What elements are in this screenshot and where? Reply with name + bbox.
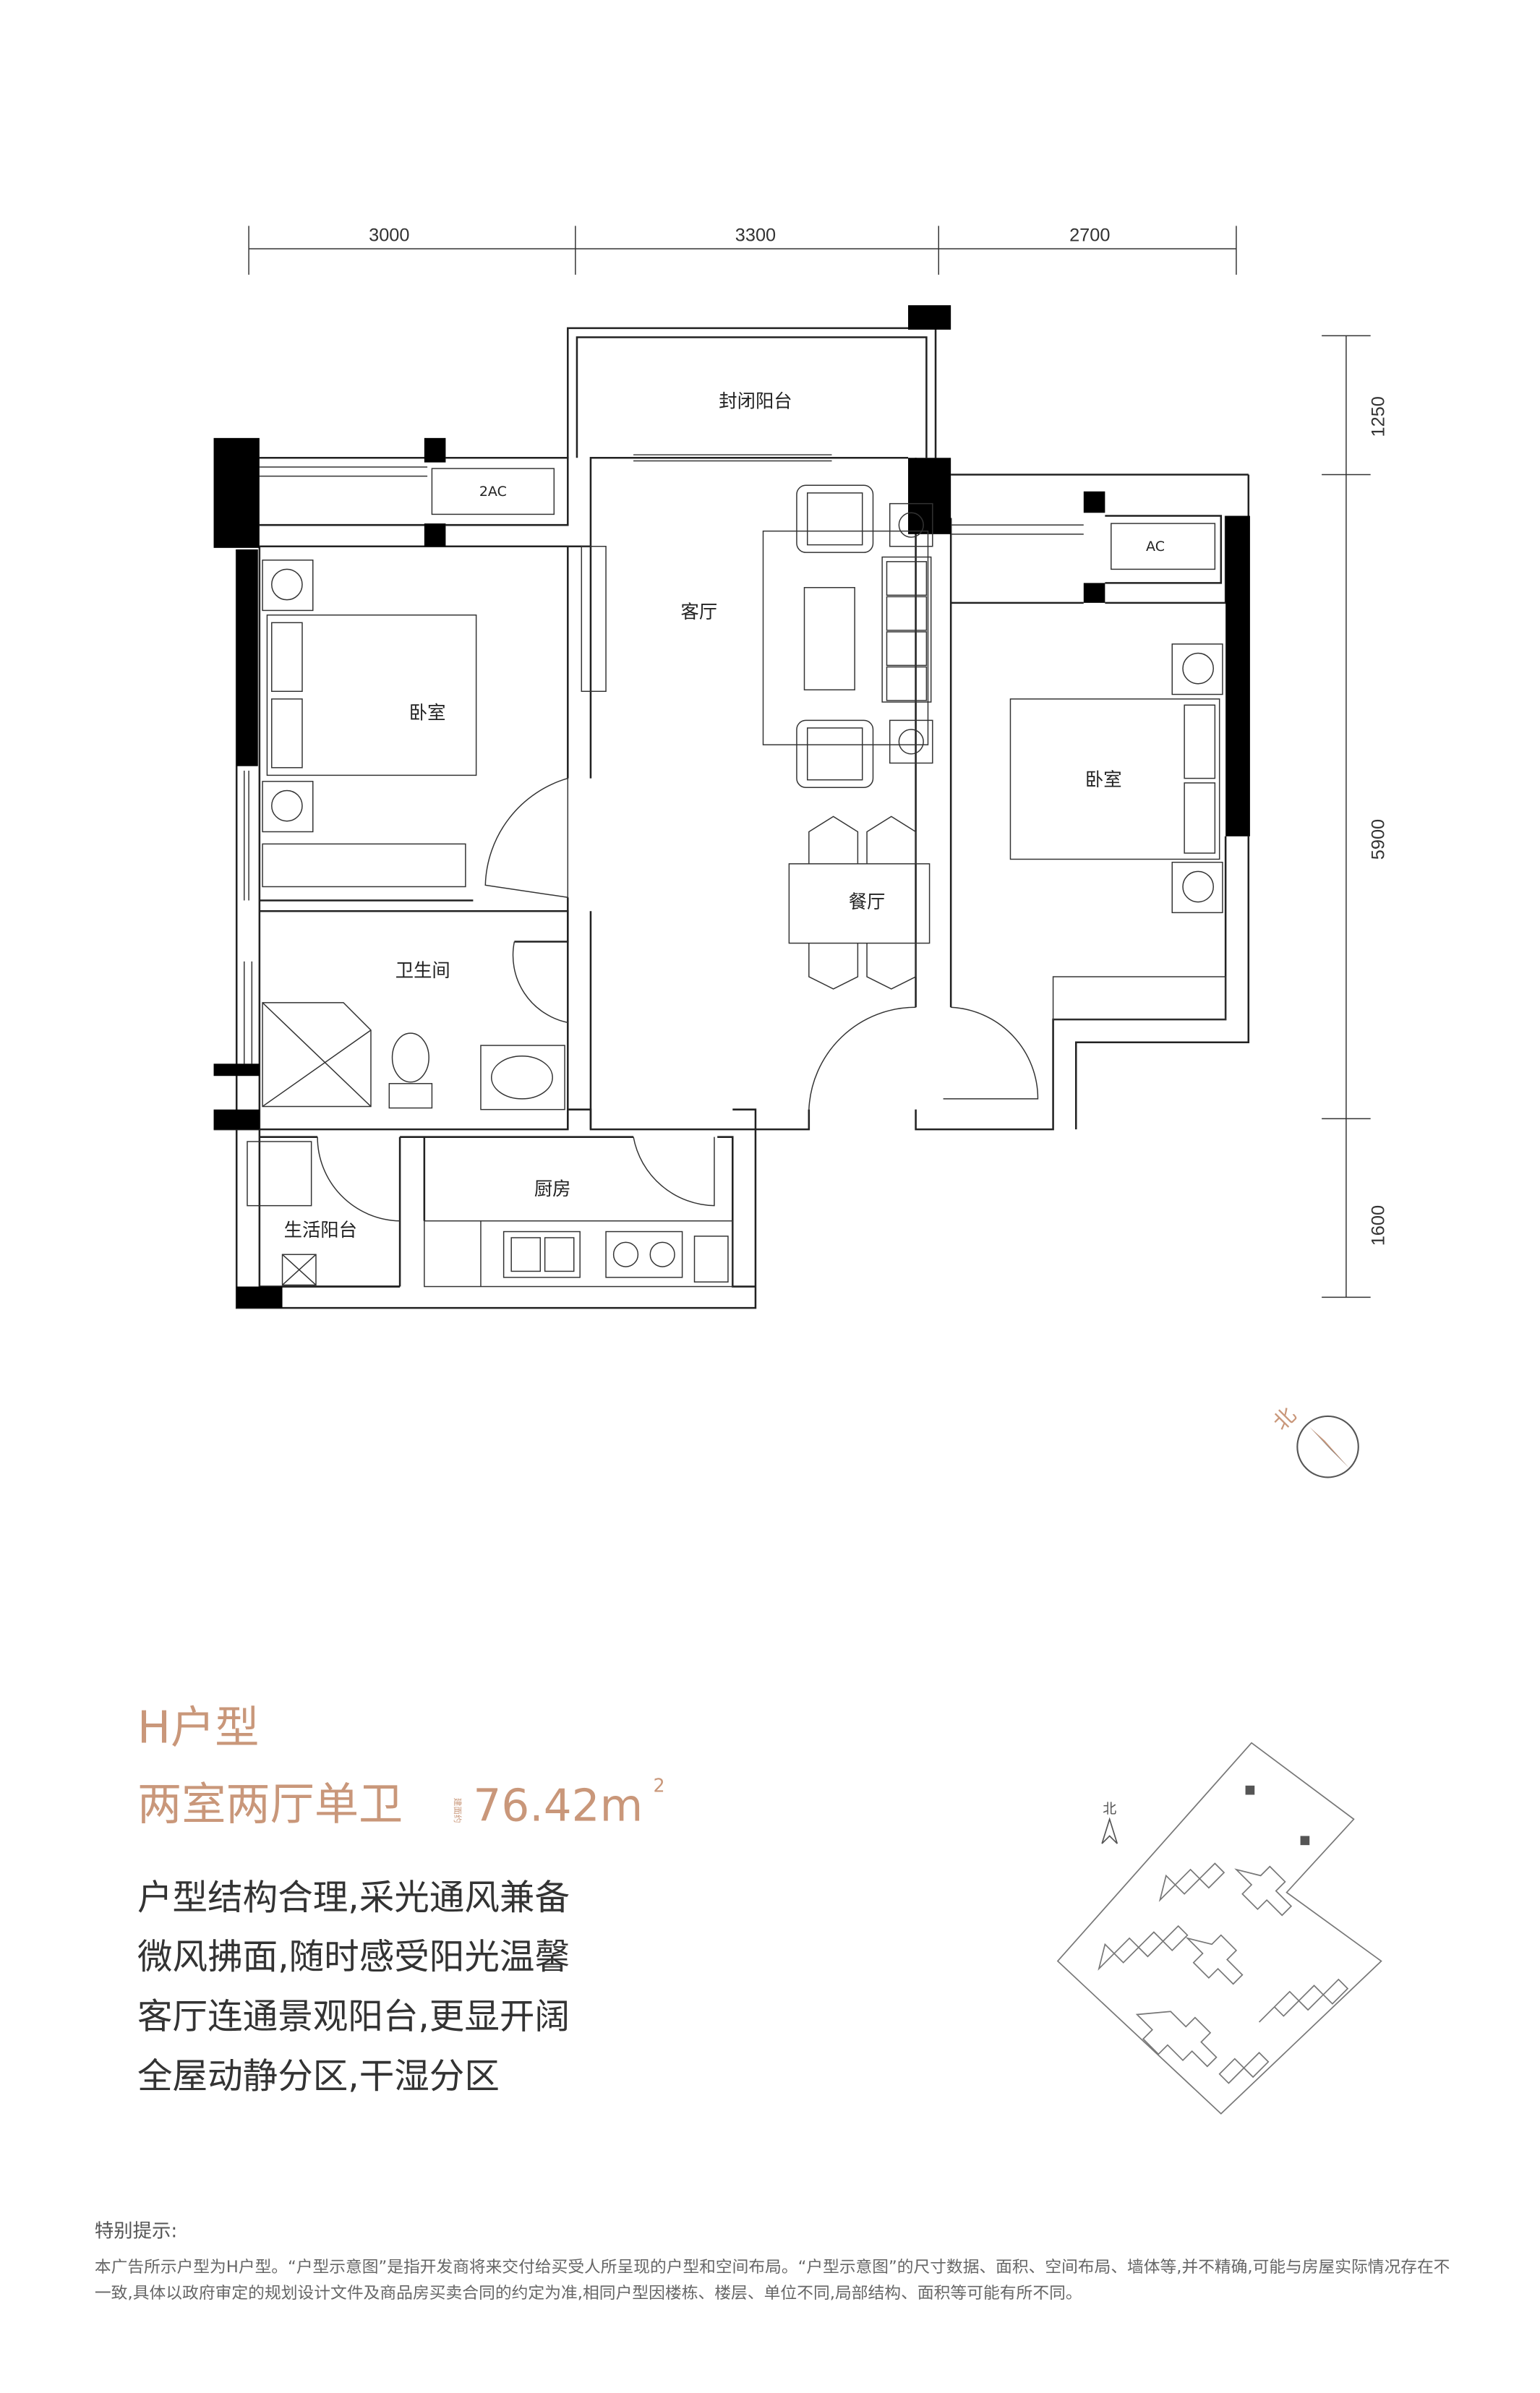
label-sealed-balcony: 封闭阳台 <box>719 390 792 412</box>
wardrobe-right <box>1052 976 1226 1020</box>
dining-table <box>788 863 931 944</box>
fridge <box>693 1236 729 1283</box>
sofa <box>881 556 932 703</box>
unit-type: H户型 <box>137 1703 259 1754</box>
ac-unit-left <box>431 468 555 515</box>
compass-needle-icon <box>1309 1426 1350 1468</box>
label-living-room: 客厅 <box>681 601 718 622</box>
north-arrow-icon <box>1101 1817 1118 1844</box>
ac-label-left: 2AC <box>479 484 507 500</box>
wall-columns <box>213 305 1250 1309</box>
site-map-north-label: 北 <box>1103 1801 1116 1817</box>
label-bathroom: 卫生间 <box>395 959 450 981</box>
notice-line-2: 一致,具体以政府审定的规划设计文件及商品房买卖合同的约定为准,相同户型因楼栋、楼… <box>95 2284 1082 2303</box>
feature-2: 微风拂面,随时感受阳光温馨 <box>137 1937 570 1977</box>
ac-unit-right <box>1111 523 1216 570</box>
label-bedroom-left: 卧室 <box>409 701 446 723</box>
bed-left <box>266 614 477 776</box>
feature-1: 户型结构合理,采光通风兼备 <box>137 1878 570 1918</box>
doors <box>317 777 1039 1222</box>
feature-4: 全屋动静分区,干湿分区 <box>137 2056 500 2097</box>
dim-top-2: 3300 <box>735 226 776 246</box>
site-map: 北 <box>1056 1742 1382 2115</box>
wardrobe-left <box>262 843 466 888</box>
unit-area-sup: 2 <box>654 1774 665 1796</box>
sink <box>502 1230 581 1278</box>
coffee-table <box>803 586 855 690</box>
armchair-top <box>796 484 874 553</box>
dim-top-3: 2700 <box>1069 226 1110 246</box>
dim-right-2: 5900 <box>1369 819 1389 860</box>
bed-right <box>1009 698 1220 860</box>
compass-north-label: 北 <box>1268 1403 1301 1435</box>
shower <box>262 1002 372 1108</box>
kitchen-counter <box>424 1220 734 1288</box>
dim-top-1: 3000 <box>369 226 409 246</box>
furniture: 2AC AC <box>247 468 1226 1288</box>
ac-label-right: AC <box>1146 539 1165 555</box>
notice-title: 特别提示: <box>95 2221 177 2243</box>
stove <box>605 1230 683 1278</box>
label-kitchen: 厨房 <box>534 1178 571 1199</box>
notice-line-1: 本广告所示户型为H户型。“户型示意图”是指开发商将来交付给买受人所呈现的户型和空… <box>95 2258 1450 2277</box>
room-labels: 封闭阳台 客厅 卧室 卧室 餐厅 卫生间 厨房 生活阳台 <box>284 390 1122 1241</box>
label-bedroom-right: 卧室 <box>1085 769 1122 790</box>
dim-right-1: 1250 <box>1369 396 1389 437</box>
tv-cabinet-left <box>581 545 607 693</box>
feature-3: 客厅连通景观阳台,更显开阔 <box>137 1996 570 2037</box>
walls <box>213 327 1250 1309</box>
wash-basin <box>480 1045 565 1110</box>
top-dimension-line: 3000 3300 2700 <box>248 226 1237 275</box>
unit-layout: 两室两厅单卫 <box>137 1778 403 1830</box>
toilet <box>388 1083 433 1109</box>
compass: 北 <box>1268 1403 1359 1478</box>
label-utility-balcony: 生活阳台 <box>284 1219 357 1241</box>
area-prefix: 建面约 <box>453 1798 463 1823</box>
dim-right-3: 1600 <box>1369 1205 1389 1246</box>
right-dimension-line: 1250 5900 1600 <box>1322 335 1389 1298</box>
washing-machine <box>247 1141 312 1207</box>
unit-area: 76.42m <box>473 1780 643 1831</box>
armchair-bottom <box>796 719 874 788</box>
label-dining-room: 餐厅 <box>849 891 886 912</box>
